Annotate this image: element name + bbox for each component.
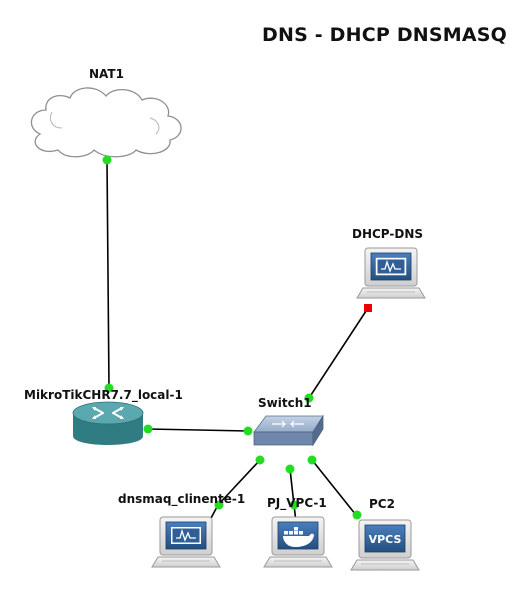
link-switch-pjvpc[interactable]	[289, 468, 295, 506]
link-switch-dhcp[interactable]	[308, 307, 369, 399]
node-label-pc2[interactable]: PC2	[369, 497, 395, 511]
switch-icon[interactable]	[253, 414, 324, 447]
port-up-dot	[243, 426, 253, 436]
router-icon[interactable]	[72, 401, 144, 445]
port-up-dot	[307, 455, 317, 465]
link-switch-client1[interactable]	[217, 459, 261, 506]
port-up-dot	[102, 155, 112, 165]
vpcs-screen-text: VPCS	[369, 533, 402, 546]
port-up-dot	[255, 455, 265, 465]
port-up-dot	[104, 383, 114, 393]
diagram-title: DNS - DHCP DNSMASQ	[262, 24, 508, 46]
port-indicators	[102, 155, 372, 520]
port-up-dot	[304, 393, 314, 403]
vpcs-laptop-icon[interactable]: VPCS	[350, 519, 420, 571]
link-router-switch[interactable]	[147, 428, 249, 432]
node-label-dhcp-dns[interactable]: DHCP-DNS	[352, 227, 424, 241]
port-up-dot	[352, 510, 362, 520]
port-up-dot	[143, 424, 153, 434]
links	[106, 159, 369, 523]
node-label-nat[interactable]: NAT1	[89, 67, 124, 81]
port-up-dot	[289, 500, 299, 510]
port-up-dot	[285, 464, 295, 474]
link-switch-pc2[interactable]	[311, 459, 357, 516]
link-nat-router[interactable]	[106, 159, 110, 389]
node-label-pj-vpc[interactable]: PJ_VPC-1	[267, 496, 327, 510]
port-up-dot	[214, 500, 224, 510]
terminal-laptop-icon[interactable]	[356, 247, 426, 299]
port-down-square	[364, 304, 372, 312]
node-label-switch[interactable]: Switch1	[258, 396, 312, 410]
cloud-icon[interactable]	[30, 87, 182, 158]
node-label-client1[interactable]: dnsmaq_clinente-1	[118, 492, 246, 506]
node-label-router[interactable]: MikroTikCHR7.7_local-1	[24, 388, 183, 402]
terminal-laptop-icon[interactable]	[151, 516, 221, 568]
docker-laptop-icon[interactable]	[263, 516, 333, 568]
